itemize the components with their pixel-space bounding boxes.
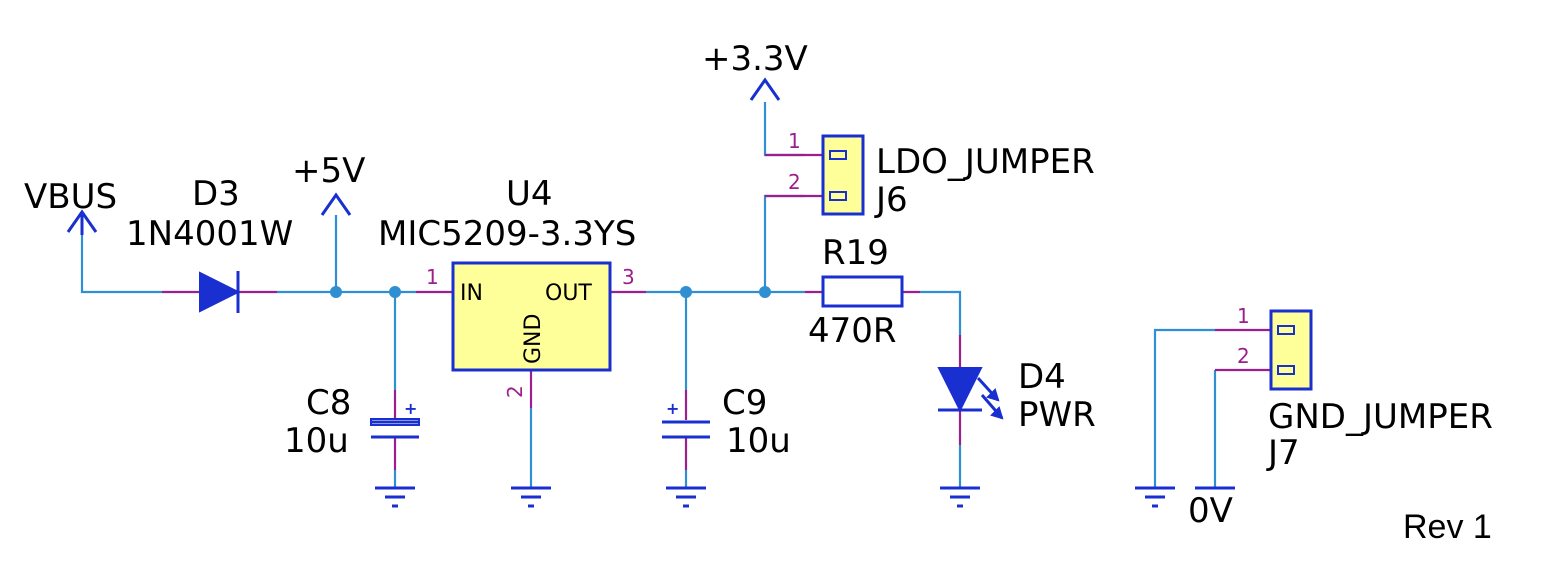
u4-pin1-number: 1 [426, 265, 439, 289]
zero-v-port: 0V [1188, 486, 1235, 531]
vbus-port: VBUS [24, 177, 117, 235]
junctions [330, 286, 771, 298]
j7-value: GND_JUMPER [1268, 397, 1493, 437]
ground-icon [511, 486, 551, 508]
u4-value: MIC5209-3.3YS [378, 214, 636, 254]
j6-pin2-number: 2 [788, 170, 801, 194]
ground-icon [940, 486, 980, 508]
ground-icon [1135, 486, 1175, 508]
c8-value: 10u [284, 421, 349, 461]
resistor-r19: R19 470R [805, 233, 920, 351]
jumper-j6: 1 2 LDO_JUMPER J6 [765, 129, 1095, 220]
u4-pin-gnd-label: GND [521, 314, 546, 364]
j6-ref: J6 [874, 180, 908, 220]
capacitor-c9: + C9 10u [662, 383, 791, 470]
p5v-label: +5V [292, 151, 365, 191]
c9-ref: C9 [722, 383, 767, 423]
d3-value: 1N4001W [126, 214, 293, 254]
j6-value: LDO_JUMPER [876, 142, 1095, 182]
junction-dot [389, 286, 401, 298]
j7-pin2-number: 2 [1237, 344, 1250, 368]
ground-symbols: 0V [375, 486, 1235, 531]
u4-pin-in-label: IN [460, 281, 483, 306]
p3v3-port: +3.3V [702, 39, 808, 101]
regulator-u4: 1 3 2 IN OUT GND U4 MIC5209-3.3YS [378, 174, 646, 408]
ground-icon [375, 486, 415, 508]
c8-ref: C8 [306, 383, 351, 423]
p3v3-label: +3.3V [702, 39, 808, 79]
ground-icon [666, 486, 706, 508]
d4-value: PWR [1018, 395, 1096, 435]
r19-value: 470R [808, 311, 897, 351]
capacitor-c8: + C8 10u [284, 383, 420, 470]
junction-dot [680, 286, 692, 298]
j6-pin1-number: 1 [788, 129, 801, 153]
junction-dot [330, 286, 342, 298]
j7-pin1-number: 1 [1237, 304, 1250, 328]
vbus-label: VBUS [24, 177, 117, 217]
led-d4: D4 PWR [937, 335, 1096, 445]
c9-polarity: + [666, 399, 679, 418]
r19-ref: R19 [822, 233, 889, 273]
p5v-port: +5V [292, 151, 365, 216]
zero-v-label: 0V [1188, 491, 1233, 531]
c9-value: 10u [726, 421, 791, 461]
j7-ref: J7 [1266, 433, 1300, 473]
junction-dot [759, 286, 771, 298]
u4-pin3-number: 3 [622, 265, 635, 289]
u4-pin2-number: 2 [503, 385, 527, 398]
d4-ref: D4 [1018, 357, 1066, 397]
d3-ref: D3 [192, 174, 240, 214]
jumper-j7: 1 2 GND_JUMPER J7 [1215, 304, 1493, 473]
u4-pin-out-label: OUT [545, 281, 592, 306]
revision-label: Rev 1 [1403, 508, 1492, 546]
c8-polarity: + [404, 399, 417, 418]
u4-ref: U4 [506, 174, 553, 214]
diode-d3: D3 1N4001W [126, 174, 293, 313]
